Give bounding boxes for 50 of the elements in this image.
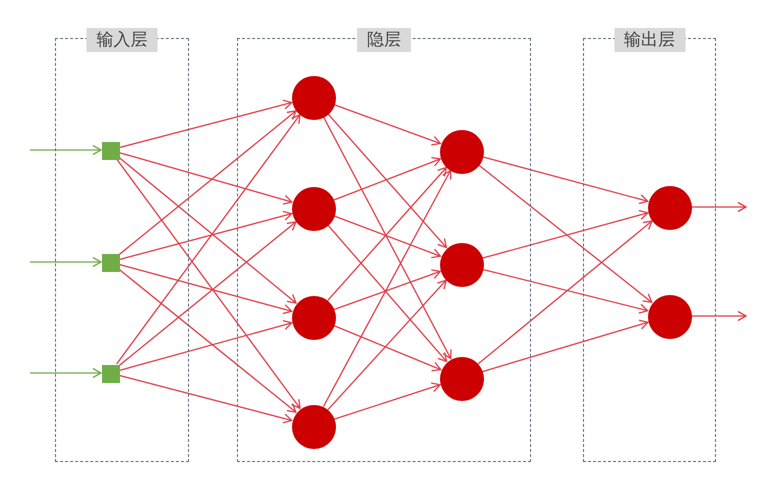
input-square [102, 142, 120, 160]
neuron-circle [648, 186, 692, 230]
arrow [118, 156, 297, 304]
arrow [482, 320, 649, 372]
neuron-circle [440, 243, 484, 287]
arrow [118, 221, 297, 366]
layer-label: 隐层 [357, 28, 411, 52]
arrow [482, 210, 648, 259]
arrow [333, 156, 442, 201]
arrow [30, 256, 102, 268]
neuron-circle [292, 296, 336, 340]
neuron-circle [292, 187, 336, 231]
layer-label: 输入层 [86, 28, 158, 52]
arrow [116, 114, 301, 364]
arrow [334, 382, 441, 420]
arrow [118, 264, 292, 314]
arrow [691, 310, 747, 322]
arrow [482, 268, 648, 314]
arrow [118, 320, 292, 372]
neuron-circle [440, 130, 484, 174]
arrow [322, 116, 452, 360]
arrow [118, 100, 292, 148]
arrow [691, 202, 747, 212]
input-square [102, 254, 120, 272]
arrow [333, 324, 442, 372]
layer-label: 输出层 [614, 28, 685, 52]
arrow [118, 152, 292, 205]
arrow [118, 210, 292, 260]
arrow [30, 368, 102, 378]
arrow [322, 170, 452, 407]
arrow [482, 156, 648, 204]
arrow [334, 269, 441, 310]
neuron-circle [648, 295, 692, 339]
neuron-circle [440, 357, 484, 401]
arrow [118, 110, 297, 256]
arrow [327, 113, 448, 248]
arrow [118, 374, 292, 424]
arrow [30, 144, 102, 156]
arrow [327, 280, 447, 410]
arrow [327, 166, 447, 302]
arrow [333, 215, 442, 258]
arrow [478, 220, 653, 365]
input-square [102, 365, 120, 383]
neuron-circle [292, 76, 336, 120]
arrow [116, 158, 301, 409]
arrow [326, 224, 448, 362]
arrow [118, 268, 297, 413]
arrow [478, 164, 652, 303]
neuron-circle [292, 405, 336, 449]
arrow [333, 104, 441, 146]
